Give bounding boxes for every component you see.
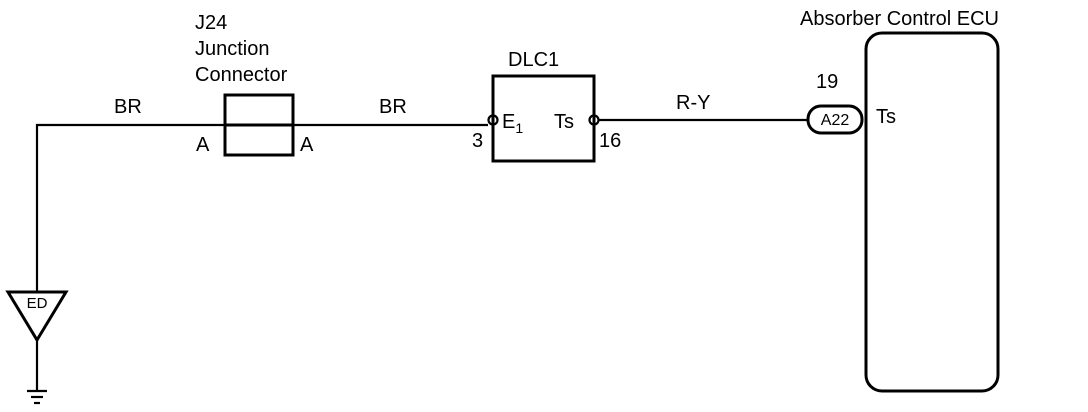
dlc-pin-right-terminal: [588, 114, 600, 126]
wire-ground-to-junction: [35, 123, 225, 292]
dlc-pin-right: 16: [599, 130, 621, 152]
wire-label-middle: BR: [379, 96, 407, 118]
dlc-pin-left-terminal: [487, 114, 499, 126]
ecu-pin: 19: [816, 71, 838, 93]
ground-point-label: ED: [27, 295, 48, 312]
ecu-title: Absorber Control ECU: [800, 8, 999, 30]
ecu-box: [864, 31, 1000, 393]
dlc-terminal-right: Ts: [554, 111, 574, 133]
junction-name-2: Connector: [195, 64, 288, 86]
ecu-connector-oval: [806, 104, 864, 135]
wire-label-ground: BR: [114, 96, 142, 118]
junction-pin-left: A: [196, 134, 210, 156]
dlc-box: [491, 74, 596, 163]
ecu-terminal: Ts: [876, 106, 896, 128]
junction-name-1: Junction: [195, 38, 270, 60]
junction-id: J24: [195, 12, 227, 34]
dlc-pin-left: 3: [472, 130, 483, 152]
ground-point-triangle: [5, 290, 69, 343]
junction-pin-right: A: [300, 134, 314, 156]
wire-label-signal: R-Y: [676, 92, 710, 114]
dlc-terminal-left: E1: [502, 111, 523, 136]
ecu-connector-id: A22: [821, 112, 850, 129]
dlc-title: DLC1: [508, 49, 559, 71]
